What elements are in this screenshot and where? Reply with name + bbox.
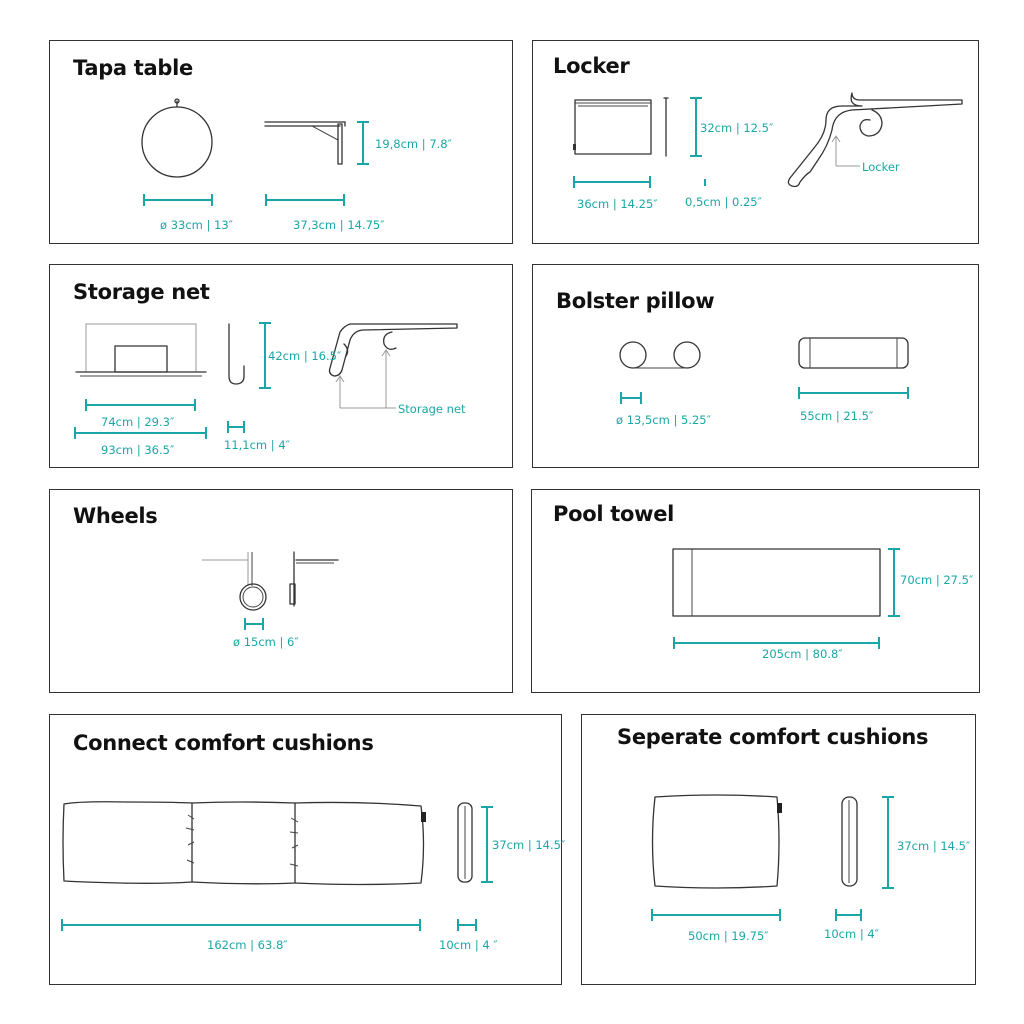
dimension-label: 37cm | 14.5″ <box>492 838 566 852</box>
dimension-label: ø 15cm | 6″ <box>233 635 299 649</box>
dimension-label: ø 13,5cm | 5.25″ <box>616 413 711 427</box>
dimension-label: 55cm | 21.5″ <box>800 409 874 423</box>
dimension-label: 162cm | 63.8″ <box>207 938 288 952</box>
dimension-label: 70cm | 27.5″ <box>900 573 974 587</box>
dimension-label: 10cm | 4″ <box>824 927 879 941</box>
dimension-label: 50cm | 19.75″ <box>688 929 769 943</box>
callout-label: Locker <box>862 160 900 174</box>
dimension-label: 37,3cm | 14.75″ <box>293 218 385 232</box>
dimension-label: 42cm | 16.5″ <box>268 349 342 363</box>
panel-pool-towel <box>531 489 980 693</box>
dimension-label: 32cm | 12.5″ <box>700 121 774 135</box>
panel-wheels <box>49 489 513 693</box>
panel-title: Wheels <box>73 504 158 528</box>
dimension-label: ø 33cm | 13″ <box>160 218 233 232</box>
dimension-label: 0,5cm | 0.25″ <box>685 195 762 209</box>
panel-tapa-table <box>49 40 513 244</box>
panel-title: Storage net <box>73 280 210 304</box>
callout-label: Storage net <box>398 402 466 416</box>
panel-title: Seperate comfort cushions <box>617 725 929 749</box>
dimension-label: 93cm | 36.5″ <box>101 443 175 457</box>
panel-locker <box>532 40 979 244</box>
dimension-label: 19,8cm | 7.8″ <box>375 137 452 151</box>
dimension-label: 205cm | 80.8″ <box>762 647 843 661</box>
panel-title: Tapa table <box>73 56 193 80</box>
dimension-label: 10cm | 4 ″ <box>439 938 498 952</box>
dimension-label: 11,1cm | 4″ <box>224 438 290 452</box>
panel-bolster-pillow <box>532 264 979 468</box>
dimension-label: 74cm | 29.3″ <box>101 415 175 429</box>
dimension-label: 37cm | 14.5″ <box>897 839 971 853</box>
panel-title: Pool towel <box>553 502 675 526</box>
panel-title: Bolster pillow <box>556 289 715 313</box>
panel-title: Connect comfort cushions <box>73 731 374 755</box>
panel-connect-cushions <box>49 714 562 985</box>
panel-title: Locker <box>553 54 630 78</box>
dimension-label: 36cm | 14.25″ <box>577 197 658 211</box>
